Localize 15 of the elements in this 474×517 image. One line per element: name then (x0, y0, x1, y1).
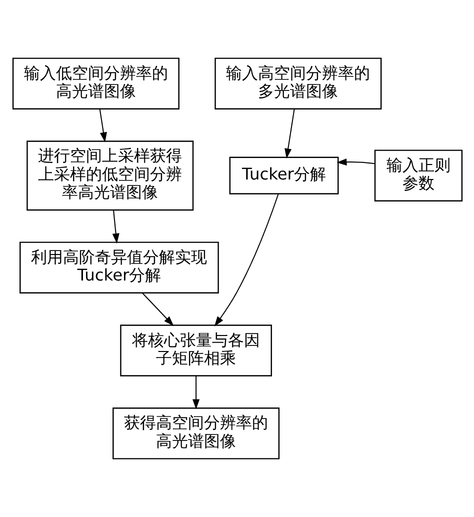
node-box: 输入正则参数 (374, 150, 462, 202)
arrow (284, 109, 294, 159)
arrow (192, 376, 200, 410)
arrow (214, 194, 278, 326)
arrow (141, 292, 174, 326)
node-box: 输入高空间分辨率的多光谱图像 (214, 58, 382, 110)
node-box: 获得高空间分辨率的高光谱图像 (112, 408, 280, 460)
node-box: 进行空间上采样获得上采样的低空间分辨率高光谱图像 (26, 140, 194, 211)
arrow (112, 210, 119, 244)
node-box: 利用高阶奇异值分解实现Tucker分解 (19, 242, 218, 294)
arrow (98, 109, 106, 142)
node-box: Tucker分解 (228, 156, 338, 194)
node-box: 将核心张量与各因子矩阵相乘 (120, 324, 272, 376)
node-box: 输入低空间分辨率的高光谱图像 (12, 58, 179, 110)
arrow (336, 158, 374, 166)
